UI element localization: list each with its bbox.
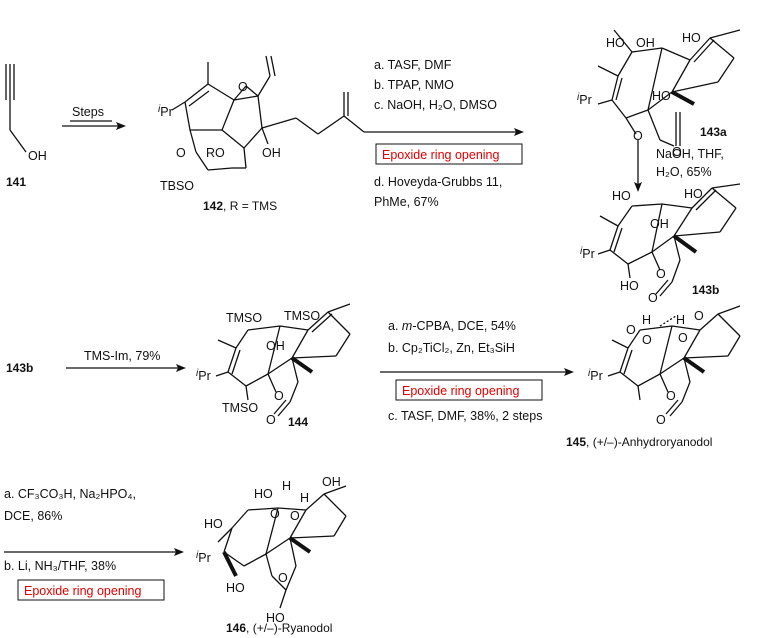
atom-h-146: H [282,479,291,493]
atom-oh-143a: OH [636,36,655,50]
atom-oh-146: OH [322,475,341,489]
label-141: 141 [6,175,26,189]
atom-o2-145: O [642,333,652,347]
label-146: 146, (+/–)-Ryanodol [226,621,332,635]
atom-ho2-143b: HO [684,187,703,201]
label-145: 145, (+/–)-Anhydroryanodol [566,435,712,449]
atom-oh-141: OH [28,149,47,163]
arrow-step-5 [380,368,574,376]
atom-tbso-142: TBSO [160,179,194,193]
step4-label: TMS-Im, 79% [84,349,160,363]
step6-line-a2: DCE, 86% [4,509,62,523]
step5-line-a: a. m-CPBA, DCE, 54% [388,319,516,333]
atom-ro-142: RO [206,146,225,160]
atom-ho-146: HO [254,487,273,501]
step2-line-d: d. Hoveyda-Grubbs 11, [374,175,502,189]
epoxide-box-3 [17,579,165,601]
atom-o-146: O [270,507,280,521]
atom-ipr-146: iPr [196,550,211,565]
atom-ho2-143a: HO [682,31,701,45]
step-steps-label: Steps [72,105,104,119]
atom-tmso-144: TMSO [226,311,262,325]
label-143a: 143a [700,125,727,139]
atom-o-145: O [626,323,636,337]
atom-o3-145: O [694,309,704,323]
arrow-steps [62,120,126,130]
atom-ipr-143a: iPr [577,92,592,107]
atom-ho4-146: HO [266,611,285,625]
atom-o-144: O [274,389,284,403]
atom-o-143b: O [656,267,666,281]
label-142: 142, R = TMS [203,199,277,213]
arrow-step-2 [364,128,524,136]
compound-141-structure: OH [5,64,47,163]
epoxide-box-2 [395,379,543,401]
atom-ho3-143a: HO [652,89,671,103]
arrow-step-3 [634,140,642,192]
compound-143a-structure [597,29,741,147]
atom-o-epoxide-142: O [238,80,248,94]
step5-line-b: b. Cp₂TiCl₂, Zn, Et₃SiH [388,341,515,355]
compound-142-structure [171,55,365,171]
atom-ipr-143b: iPr [580,246,595,261]
epoxide-label-3: Epoxide ring opening [24,584,141,598]
atom-tmso3-144: TMSO [222,401,258,415]
compound-144-structure [215,303,351,417]
atom-o2-143b: O [648,291,658,305]
compound-145-structure [607,305,741,417]
atom-ipr-142: iPr [158,104,173,119]
step5-line-c: c. TASF, DMF, 38%, 2 steps [388,409,542,423]
atom-o2-146: O [290,509,300,523]
atom-oh-144: OH [266,339,285,353]
label-143b: 143b [692,283,719,297]
atom-ho2-146: HO [204,517,223,531]
step6-line-b: b. Li, NH₃/THF, 38% [4,559,116,573]
atom-ho3-146: HO [226,581,245,595]
label-144: 144 [288,415,308,429]
atom-o3-146: O [278,571,288,585]
atom-o2-143a: O [672,145,682,159]
step6-line-a: a. CF₃CO₃H, Na₂HPO₄, [4,487,136,501]
atom-o6-145: O [656,413,666,427]
atom-ho3-143b: HO [620,279,639,293]
arrow-step-6 [4,548,184,556]
step2-line-d2: PhMe, 67% [374,195,439,209]
atom-tmso2-144: TMSO [284,309,320,323]
atom-ho-143b: HO [612,189,631,203]
step2-line-c: c. NaOH, H₂O, DMSO [374,98,497,112]
atom-ipr-144: iPr [196,368,211,383]
atom-o4-145: O [678,331,688,345]
epoxide-box-1 [375,143,523,165]
step3-line-2: H₂O, 65% [656,165,712,179]
epoxide-label-2: Epoxide ring opening [402,384,519,398]
atom-ho-143a: HO [606,36,625,50]
compound-146-structure [217,485,347,609]
atom-o5-145: O [666,389,676,403]
atom-o-142: O [176,146,186,160]
atom-h2-145: H [676,313,685,327]
epoxide-label-1: Epoxide ring opening [382,148,499,162]
atom-ipr-145: iPr [588,368,603,383]
atom-o-143a: O [633,129,643,143]
step2-line-b: b. TPAP, NMO [374,78,454,92]
label-143b-start: 143b [6,361,33,375]
atom-oh-143b: OH [650,217,669,231]
arrow-step-4 [66,364,186,372]
atom-h2-146: H [300,491,309,505]
step2-line-a: a. TASF, DMF [374,58,452,72]
compound-143b-structure [597,183,741,297]
atom-o2-144: O [266,413,276,427]
atom-oh-142: OH [262,146,281,160]
step3-line-1: NaOH, THF, [656,147,724,161]
atom-h-145: H [642,313,651,327]
